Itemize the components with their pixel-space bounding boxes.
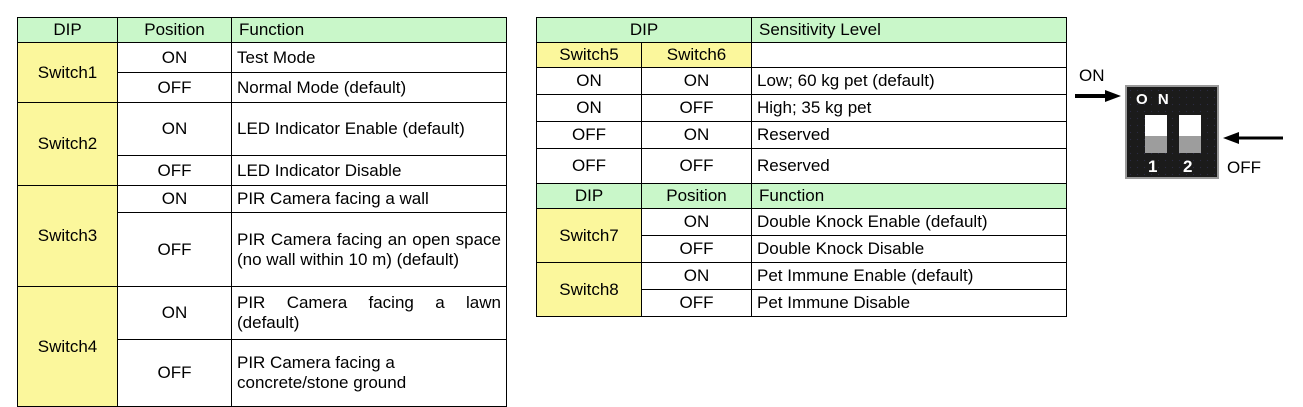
column-header-dip: DIP [536, 16, 752, 44]
dip-toggle-2-up [1179, 115, 1201, 136]
table-row: OFF Normal Mode (default) [18, 72, 507, 104]
dip-body-on-text: O N [1136, 91, 1172, 108]
position-value: ON [117, 185, 232, 214]
table-row: Switch4 ON PIR Camera facing a lawn (def… [17, 286, 507, 407]
table-row: OFF PIR Camera facing a concrete/stone g… [18, 339, 507, 407]
table-row: Switch1 ON Test Mode [17, 42, 507, 104]
position-value: OFF [117, 155, 232, 187]
sensitivity-blank-cell [751, 42, 1067, 69]
sensitivity-value: Reserved [751, 121, 1067, 150]
sensitivity-value: High; 35 kg pet [751, 94, 1067, 123]
column-header-sensitivity-level: Sensitivity Level [751, 16, 1067, 44]
dip-switch-body: O N 1 2 [1125, 85, 1219, 179]
table-row: Switch8 ON Pet Immune Enable (default) [536, 262, 1067, 318]
table-row: OFF OFF Reserved [536, 148, 1067, 185]
switch6-value: ON [641, 121, 752, 150]
column-header-position: Position [641, 183, 752, 210]
column-header-function: Function [231, 16, 507, 44]
function-text: PIR Camera facing an open space (no wall… [237, 229, 501, 269]
dip-switch-table-5-8: DIP Sensitivity Level Switch5 Switch6 ON… [536, 16, 1067, 318]
function-value: PIR Camera facing a wall [231, 185, 507, 214]
table-row: Switch7 ON Double Knock Enable (default) [536, 208, 1067, 264]
position-value: ON [117, 42, 232, 74]
table-row: OFF LED Indicator Disable [18, 155, 507, 187]
switch-label-switch8: Switch8 [536, 262, 642, 318]
position-value: ON [641, 262, 752, 291]
dip-switch-table-1-4: DIP Position Function Switch1 ON Test Mo… [17, 16, 507, 407]
table-row: ON ON Low; 60 kg pet (default) [536, 67, 1067, 96]
dip-switch-illustration: ON OFF O N 1 2 [1075, 60, 1300, 200]
dip-switch-number-2: 2 [1183, 157, 1193, 176]
function-value: Pet Immune Disable [751, 289, 1067, 318]
function-value: LED Indicator Enable (default) [231, 102, 507, 157]
switch6-value: ON [641, 67, 752, 96]
switch-label-switch7: Switch7 [536, 208, 642, 264]
table-row: OFF Pet Immune Disable [537, 289, 1067, 318]
dip-toggle-1-down [1145, 136, 1167, 153]
switch-label-switch4: Switch4 [17, 286, 118, 407]
function-value: Double Knock Enable (default) [751, 208, 1067, 237]
arrow-left-icon [1223, 132, 1283, 144]
table-header-row: DIP Position Function [536, 183, 1067, 210]
dip-switch-number-1: 1 [1148, 157, 1158, 176]
switch5-value: OFF [536, 121, 642, 150]
position-value: OFF [117, 212, 232, 288]
function-value: PIR Camera facing an open space (no wall… [231, 212, 507, 288]
table-header-row: DIP Sensitivity Level [536, 16, 1067, 44]
position-value: OFF [641, 235, 752, 264]
position-value: ON [117, 286, 232, 341]
switch-label-switch1: Switch1 [17, 42, 118, 104]
table-header-row: DIP Position Function [17, 16, 507, 44]
switch-label-switch2: Switch2 [17, 102, 118, 187]
function-value: Test Mode [231, 42, 507, 74]
table-row: OFF ON Reserved [536, 121, 1067, 150]
switch5-value: ON [536, 67, 642, 96]
sensitivity-value: Reserved [751, 148, 1067, 185]
function-value: PIR Camera facing a lawn (default) [231, 286, 507, 341]
table-row: OFF PIR Camera facing an open space (no … [18, 212, 507, 288]
function-value: Pet Immune Enable (default) [751, 262, 1067, 291]
function-value: LED Indicator Disable [231, 155, 507, 187]
function-text: PIR Camera facing a wall [237, 189, 429, 209]
off-direction-label: OFF [1227, 158, 1261, 177]
arrow-right-icon [1075, 90, 1121, 102]
table-subheader-row: Switch5 Switch6 [536, 42, 1067, 69]
function-text: PIR Camera facing a lawn (default) [237, 293, 501, 333]
table-row: Switch3 ON PIR Camera facing a wall [17, 185, 507, 288]
switch5-value: OFF [536, 148, 642, 185]
function-value: PIR Camera facing a concrete/stone groun… [231, 339, 507, 407]
column-header-position: Position [117, 16, 232, 44]
switch5-value: ON [536, 94, 642, 123]
column-header-dip: DIP [17, 16, 118, 44]
position-value: OFF [117, 339, 232, 407]
dip-toggle-2[interactable] [1179, 115, 1201, 153]
column-header-dip: DIP [536, 183, 642, 210]
column-header-switch5: Switch5 [536, 42, 642, 69]
table-row: OFF Double Knock Disable [537, 235, 1067, 264]
dip-body-texture [1127, 87, 1217, 177]
function-value: Double Knock Disable [751, 235, 1067, 264]
switch-label-switch3: Switch3 [17, 185, 118, 288]
table-row: ON OFF High; 35 kg pet [536, 94, 1067, 123]
switch6-value: OFF [641, 148, 752, 185]
column-header-switch6: Switch6 [641, 42, 752, 69]
dip-toggle-1[interactable] [1145, 115, 1167, 153]
switch6-value: OFF [641, 94, 752, 123]
sensitivity-value: Low; 60 kg pet (default) [751, 67, 1067, 96]
position-value: OFF [117, 72, 232, 104]
on-direction-label: ON [1079, 66, 1105, 85]
function-value: Normal Mode (default) [231, 72, 507, 104]
position-value: OFF [641, 289, 752, 318]
column-header-function: Function [751, 183, 1067, 210]
dip-toggle-1-up [1145, 115, 1167, 136]
dip-toggle-2-down [1179, 136, 1201, 153]
position-value: ON [117, 102, 232, 157]
position-value: ON [641, 208, 752, 237]
table-row: Switch2 ON LED Indicator Enable (default… [17, 102, 507, 187]
